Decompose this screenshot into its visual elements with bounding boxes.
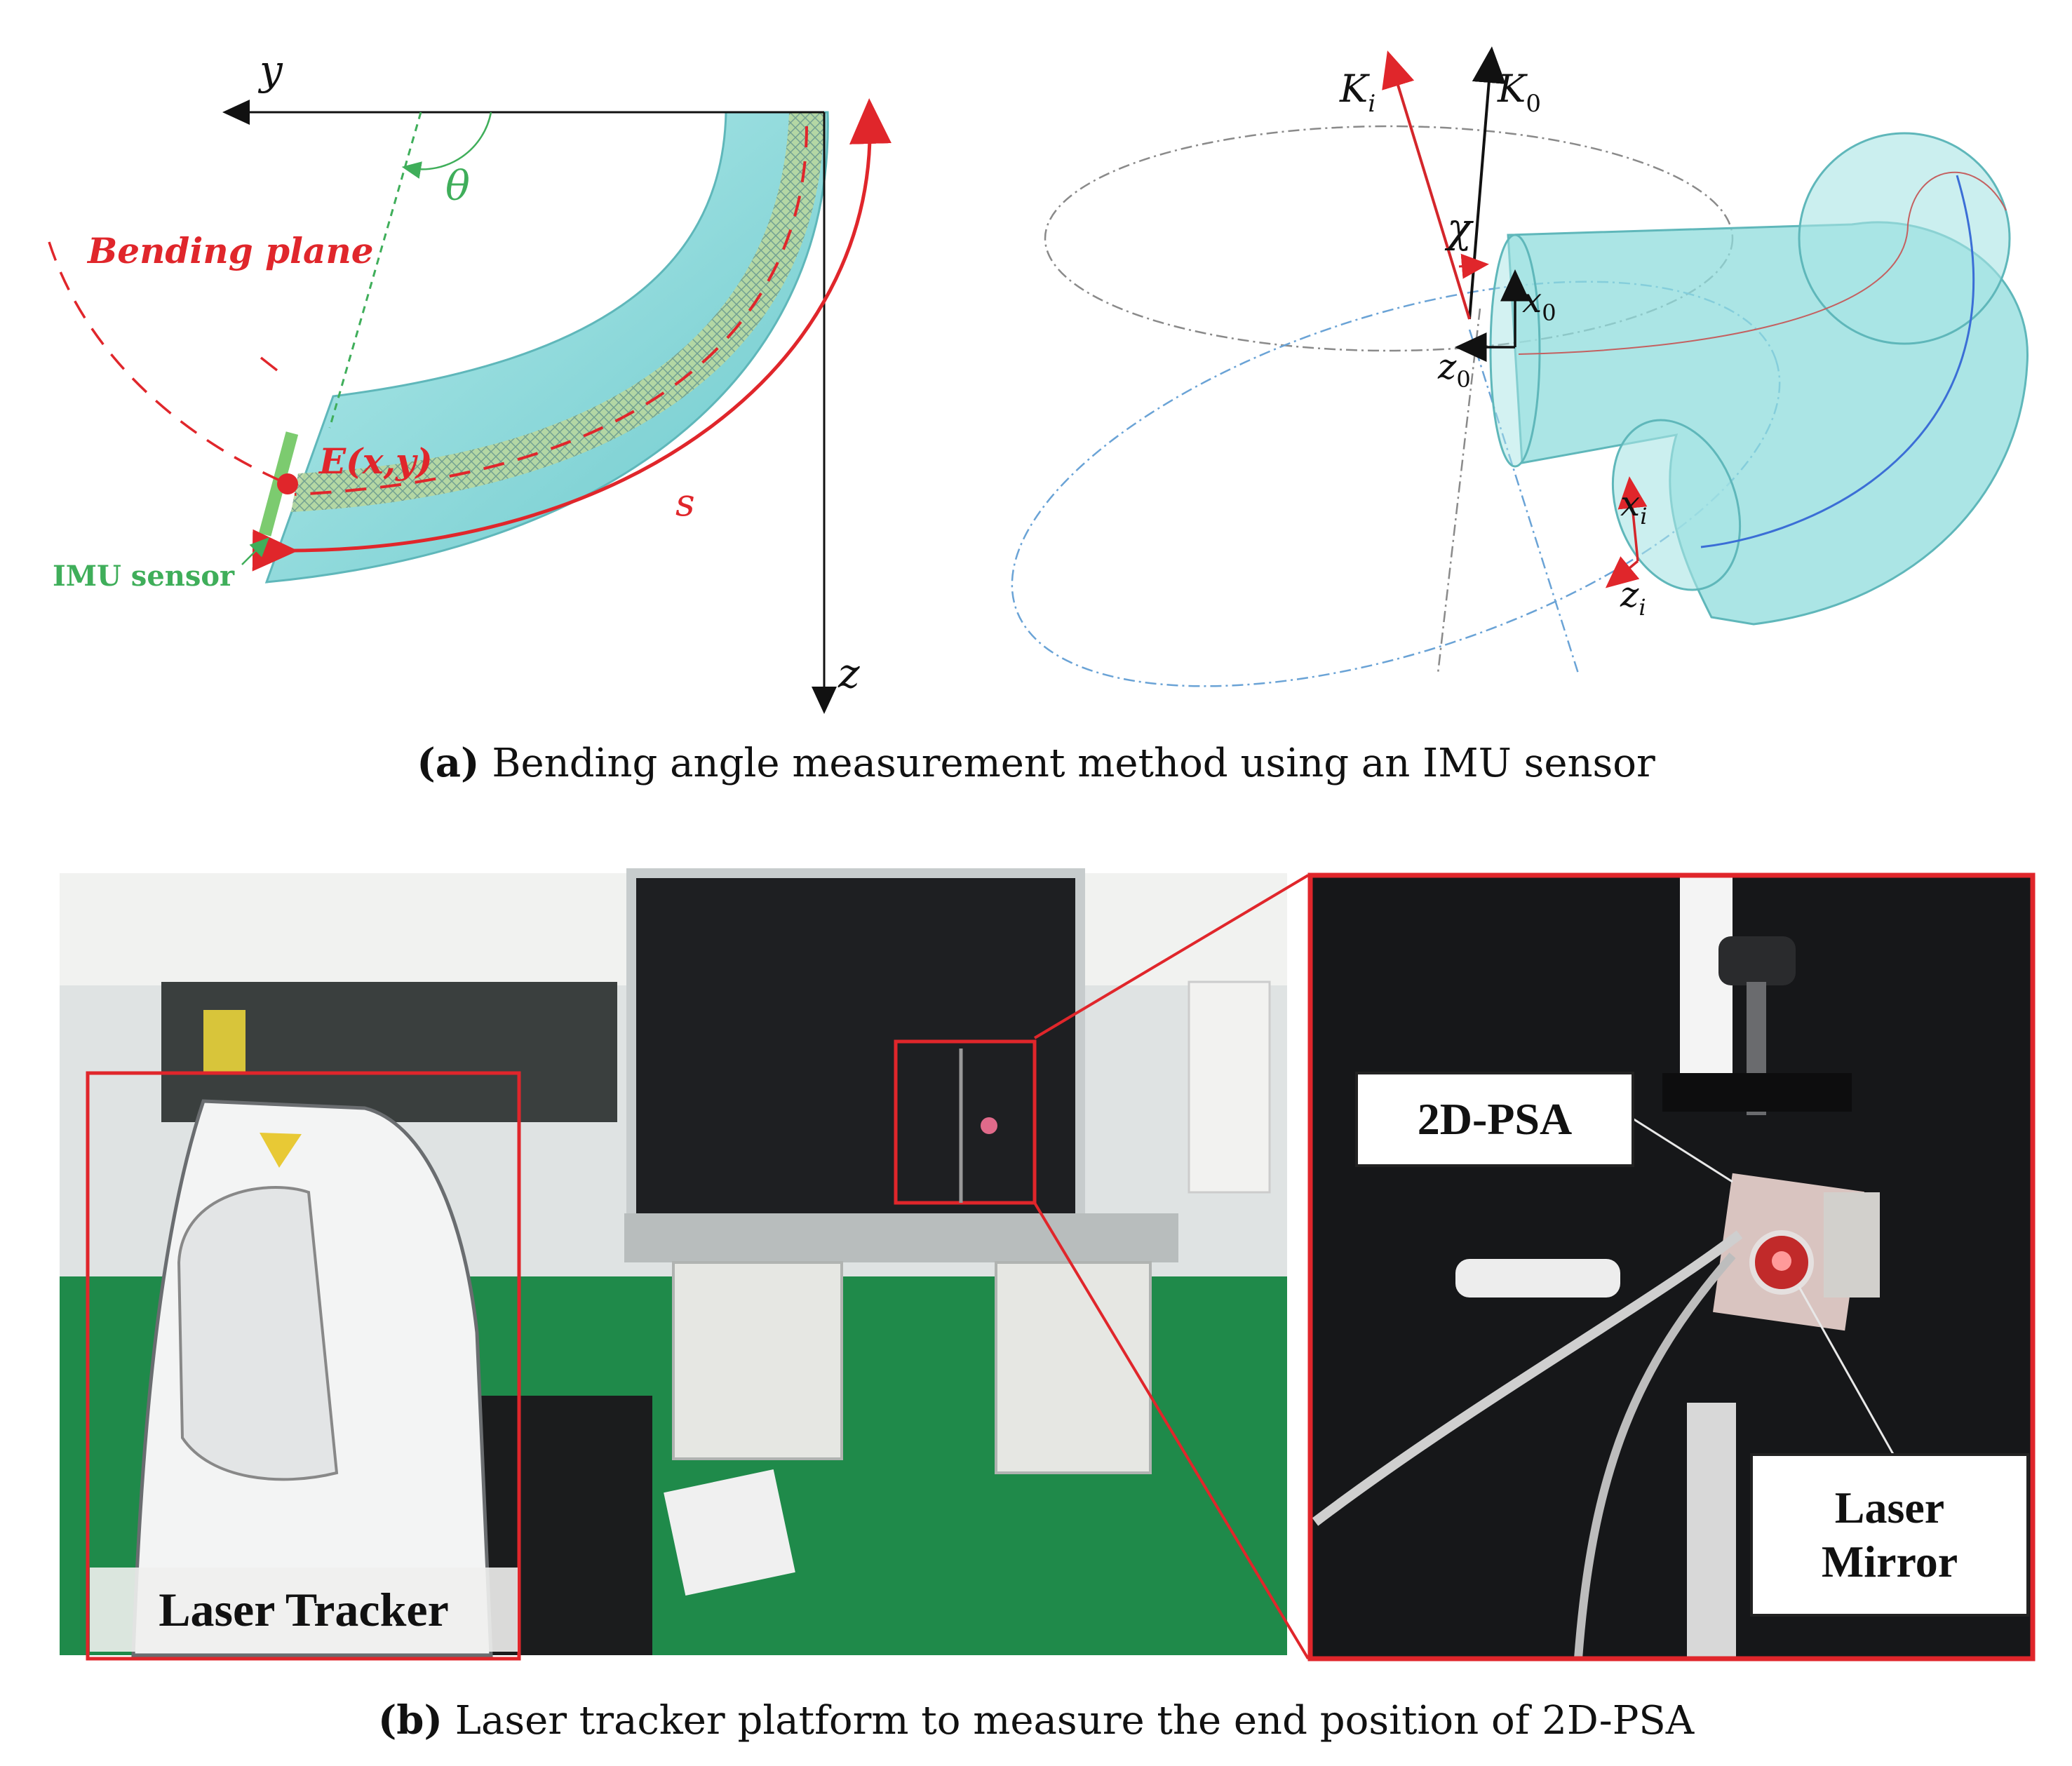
k0-axis [1468, 46, 1506, 320]
label-bending-plane: Bending plane [86, 230, 374, 271]
zoom-post-bottom [1687, 1403, 1736, 1659]
label-laser-tracker: Laser Tracker [90, 1568, 518, 1652]
panel-a-left-diagram [48, 98, 892, 714]
ki-axis [1382, 50, 1471, 320]
label-z-0: z0 [1437, 346, 1471, 393]
imu-pointer [241, 537, 269, 565]
zoom-bracket [1662, 1073, 1852, 1112]
cable-lower [1574, 1253, 1736, 1659]
zoom-knob [1718, 936, 1796, 985]
label-k-0: K0 [1497, 67, 1541, 118]
theta-arc [401, 112, 492, 179]
label-axis-z: z [837, 649, 860, 697]
label-laser-mirror: Laser Mirror [1750, 1453, 2029, 1617]
label-k-i: Ki [1339, 67, 1375, 118]
psa-pointer [1627, 1114, 1733, 1183]
bending-plane-arc [48, 241, 288, 485]
tube-start [1489, 234, 1541, 468]
label-z-i: zi [1620, 574, 1646, 621]
lab-desk-right [995, 1261, 1152, 1474]
label-imu-sensor: IMU sensor [53, 560, 235, 593]
chi-arc [1458, 253, 1489, 279]
lab-cabinet [203, 1010, 245, 1073]
panel-a-right-diagram [1011, 46, 2029, 687]
psa-side-plate [1824, 1192, 1880, 1297]
zoom-line-top [1033, 874, 1310, 1039]
label-laser-mirror-line2: Mirror [1821, 1536, 1958, 1586]
label-chi: χ [1444, 204, 1474, 252]
panel-b-zoom [1307, 872, 2036, 1661]
arc-length-arrow [252, 98, 892, 572]
reference-axis-blue [1468, 329, 1580, 674]
caption-a-tag: (a) [417, 740, 480, 786]
label-axis-y: y [257, 46, 283, 94]
cable [1312, 1230, 1743, 1526]
black-backdrop [635, 877, 1077, 1241]
caption-b: (b) Laser tracker platform to measure th… [0, 1697, 2072, 1744]
tube-end-bottom [1611, 419, 1742, 591]
calibration-board [664, 1469, 795, 1596]
connector [1455, 1259, 1620, 1297]
tracker-head [177, 1186, 339, 1481]
bending-plane-arc-upper [260, 356, 278, 372]
tracker-yellow-mark [260, 1133, 302, 1168]
caption-b-text: Laser tracker platform to measure the en… [455, 1698, 1695, 1744]
air-conditioner [1188, 980, 1271, 1194]
caption-a-text: Bending angle measurement method using a… [492, 741, 1655, 786]
label-arc-s: s [675, 480, 695, 525]
label-theta: θ [445, 162, 470, 210]
mirror-pointer [1798, 1286, 1895, 1456]
lab-desk-left [672, 1261, 843, 1460]
zoom-border [1307, 872, 2036, 1661]
label-2d-psa-text: 2D-PSA [1417, 1094, 1573, 1144]
tube-centerline-blue [1700, 175, 1975, 548]
text-labels: y z θ Bending plane E(x,y) s IMU sensor … [53, 46, 1647, 697]
label-laser-mirror-line1: Laser [1834, 1482, 1945, 1532]
zoom-line-bottom [1033, 1201, 1310, 1660]
tube-centerline-3d [1518, 171, 2007, 355]
label-2d-psa: 2D-PSA [1355, 1072, 1634, 1167]
zi-axis [1605, 556, 1640, 588]
tracker-highlight-box [86, 1071, 521, 1661]
panel-b-photo [60, 868, 1310, 1661]
caption-a: (a) Bending angle measurement method usi… [0, 740, 2072, 786]
tube-end-top [1798, 132, 2011, 345]
label-x-i: xi [1620, 483, 1647, 530]
lab-table-top [624, 1213, 1178, 1262]
point-e [277, 473, 298, 494]
label-point-e: E(x,y) [318, 440, 433, 482]
psa-marker [981, 1117, 997, 1134]
psa-highlight-box [894, 1039, 1037, 1205]
xi-axis [1617, 476, 1648, 562]
caption-b-tag: (b) [377, 1697, 443, 1744]
reference-axis-gray [1437, 308, 1481, 674]
laser-mirror-glint [1772, 1251, 1791, 1271]
label-x-0: x0 [1522, 280, 1556, 326]
label-laser-tracker-text: Laser Tracker [159, 1582, 449, 1636]
